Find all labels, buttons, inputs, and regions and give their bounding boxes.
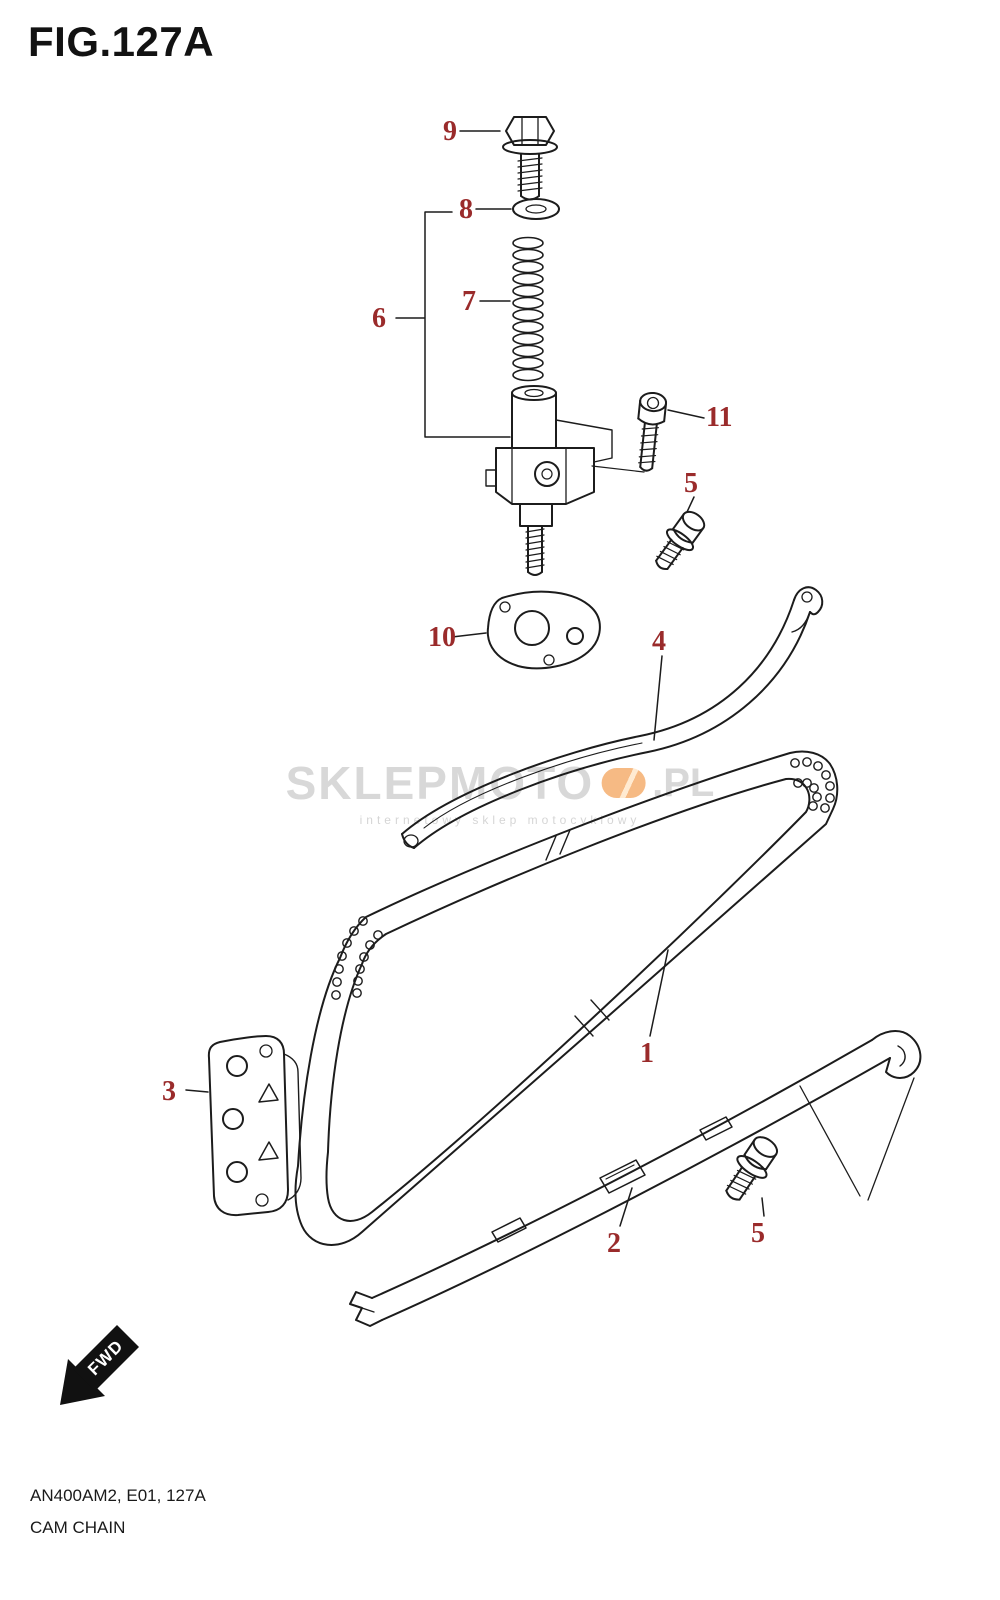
footer-part-code: AN400AM2, E01, 127A <box>30 1486 206 1505</box>
callout-1: 1 <box>640 1038 654 1069</box>
callout-2: 2 <box>607 1228 621 1259</box>
callout-10: 10 <box>428 622 456 653</box>
chain-guide-4 <box>401 586 824 849</box>
cam-chain-1 <box>294 750 839 1246</box>
footer-figure-name: CAM CHAIN <box>30 1518 126 1537</box>
callout-5-lower: 5 <box>751 1218 765 1249</box>
bolt-5-upper <box>655 510 706 570</box>
callout-7: 7 <box>462 286 476 317</box>
guide-bracket-3 <box>207 1035 302 1217</box>
tensioner-body-6 <box>485 385 613 576</box>
bolt-5-lower <box>725 1136 779 1201</box>
tensioner-slider-2 <box>349 1030 922 1327</box>
spring-7 <box>512 236 544 382</box>
fwd-arrow <box>60 1325 139 1405</box>
watermark-logo-icon <box>601 768 646 798</box>
watermark-tagline: internetowy sklep motocyklowy <box>359 813 641 827</box>
washer-8 <box>512 198 560 220</box>
bolt-11-fit-line <box>591 465 645 473</box>
callout-11: 11 <box>706 402 733 433</box>
callout-8: 8 <box>459 194 473 225</box>
watermark-brand: SKLEPMOTO <box>285 757 595 809</box>
figure-title: FIG.127A <box>28 18 215 65</box>
callout-4: 4 <box>652 626 666 657</box>
watermark-row: SKLEPMOTO .PL <box>286 756 715 810</box>
gasket-10 <box>486 590 601 670</box>
bolt-9 <box>502 116 558 201</box>
callout-5-upper: 5 <box>684 468 698 499</box>
watermark-suffix: .PL <box>652 760 715 805</box>
callout-6: 6 <box>372 303 386 334</box>
watermark: SKLEPMOTO .PL internetowy sklep motocykl… <box>286 756 715 827</box>
callout-9: 9 <box>443 116 457 147</box>
callout-3: 3 <box>162 1076 176 1107</box>
bolt-11 <box>637 391 668 472</box>
leader-lines <box>185 130 765 1227</box>
